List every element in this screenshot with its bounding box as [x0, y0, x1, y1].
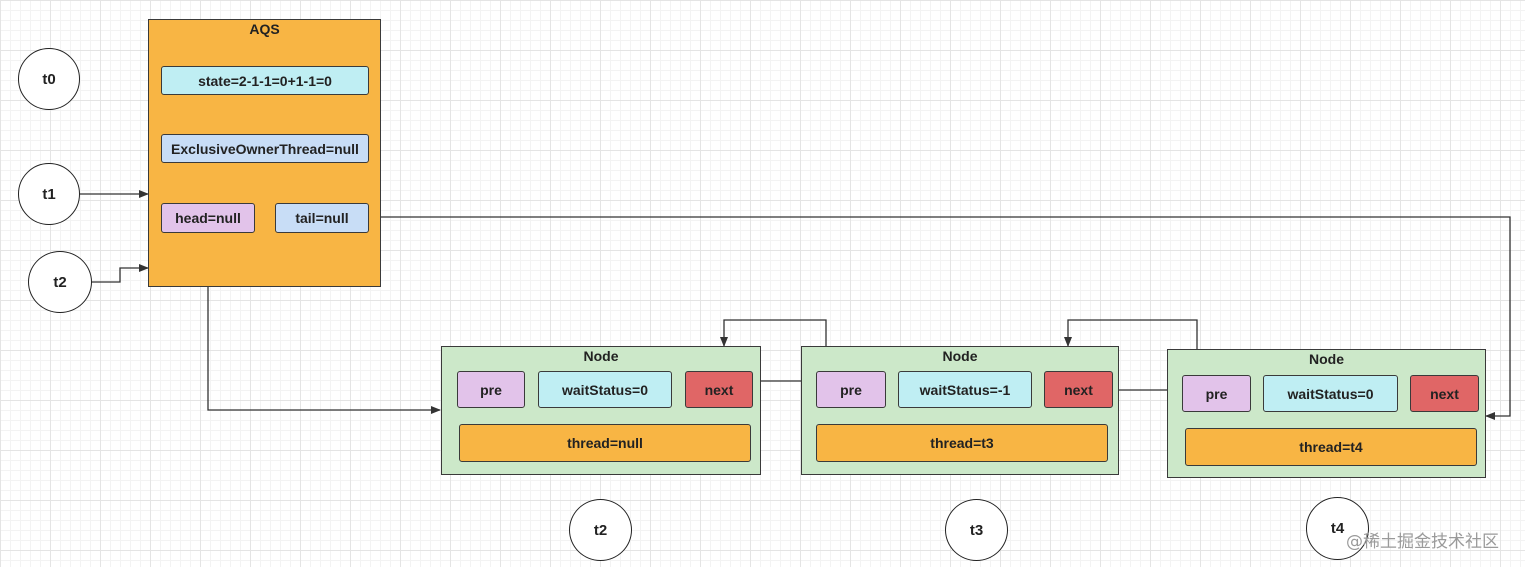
- node-1-pre-field: pre: [457, 371, 525, 408]
- aqs-tail-field: tail=null: [275, 203, 369, 233]
- node-2-thread-field: thread=t3: [816, 424, 1108, 462]
- node-1-title: Node: [583, 348, 619, 364]
- node3-pre-to-node2-arrow: [1064, 319, 1198, 375]
- aqs-head-field: head=null: [161, 203, 255, 233]
- thread-circle-node-1: t2: [569, 499, 632, 561]
- thread-circle-t1: t1: [18, 163, 80, 225]
- aqs-owner-thread-field: ExclusiveOwnerThread=null: [161, 134, 369, 163]
- node-3-title: Node: [1309, 351, 1344, 367]
- t2-to-aqs-arrow: [92, 264, 149, 283]
- watermark: @稀土掘金技术社区: [1346, 532, 1499, 552]
- node-1-wait-status-field: waitStatus=0: [538, 371, 672, 408]
- node-2-wait-status-field: waitStatus=-1: [898, 371, 1032, 408]
- node-2-pre-field: pre: [816, 371, 886, 408]
- thread-circle-t0: t0: [18, 48, 80, 110]
- thread-circle-node-3: t4: [1306, 497, 1369, 560]
- aqs-title: AQS: [249, 21, 280, 37]
- node-3-next-field: next: [1410, 375, 1479, 412]
- node-2-title: Node: [942, 348, 978, 364]
- node-1-thread-field: thread=null: [459, 424, 751, 462]
- thread-circle-node-2: t3: [945, 499, 1008, 561]
- tail-to-node3-arrow: [368, 216, 1511, 420]
- node-2-next-field: next: [1044, 371, 1113, 408]
- aqs-state-field: state=2-1-1=0+1-1=0: [161, 66, 369, 95]
- node-3-pre-field: pre: [1182, 375, 1251, 412]
- head-to-node1-arrow: [207, 233, 441, 414]
- node2-pre-to-node1-arrow: [720, 319, 827, 370]
- node-3-thread-field: thread=t4: [1185, 428, 1477, 466]
- node-3-wait-status-field: waitStatus=0: [1263, 375, 1398, 412]
- node-1-next-field: next: [685, 371, 753, 408]
- thread-circle-t2: t2: [28, 251, 92, 313]
